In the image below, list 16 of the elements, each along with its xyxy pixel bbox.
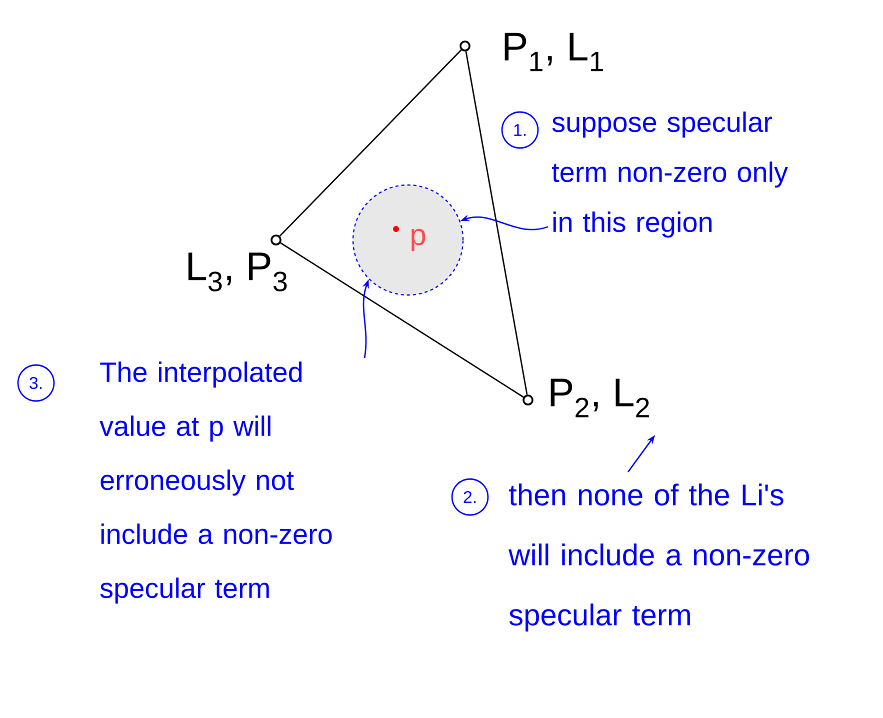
vertex-label: L$_{3}$, P$_{3}$ xyxy=(188,252,287,292)
vertex-label: P$_{1}$, L$_{1}$ xyxy=(504,32,603,72)
vertex-point xyxy=(522,394,534,406)
vertex-label: P$_{2}$, L$_{2}$ xyxy=(550,378,649,418)
triangle-side xyxy=(279,49,462,237)
handwritten-note: suppose specular term non-zero only in this region xyxy=(552,112,788,238)
triangle-side xyxy=(280,242,524,398)
callout-number: 3. xyxy=(17,364,55,402)
handwritten-note: The interpolated value at p will erroneously not include a non-zero specular term xyxy=(100,362,332,604)
callout-number: 2. xyxy=(451,478,489,516)
highlight-region: p xyxy=(352,184,464,296)
triangle-side xyxy=(465,51,528,395)
handwritten-note: then none of the Li's will include a non-zero specular term xyxy=(508,484,809,632)
callout-number: 1. xyxy=(501,111,539,149)
vertex-point xyxy=(270,234,282,246)
vertex-point xyxy=(460,40,470,52)
